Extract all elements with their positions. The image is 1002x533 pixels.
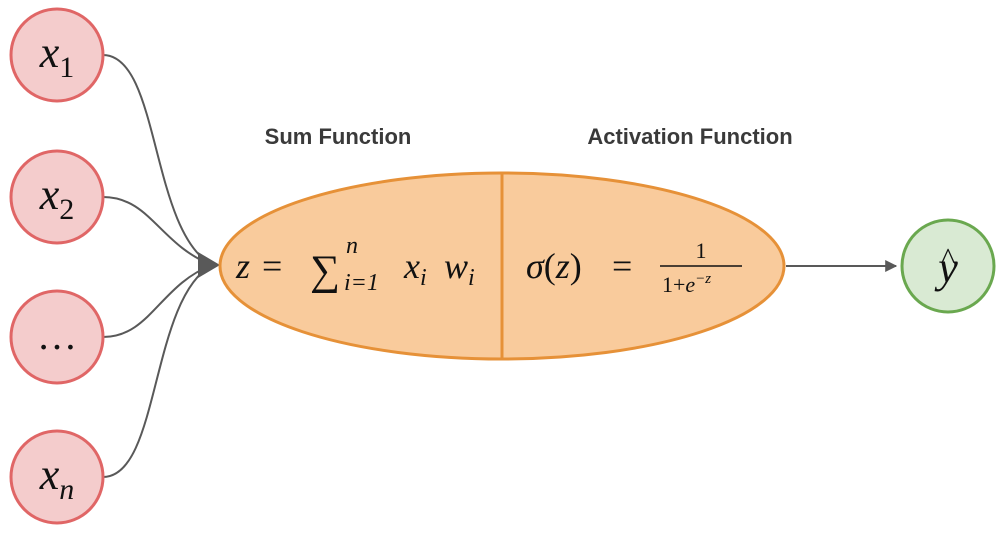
input-subscript: n xyxy=(59,473,74,506)
sum-term-w: wi xyxy=(444,246,475,291)
sum-function-label: Sum Function xyxy=(265,124,412,149)
activation-formula: σ(z) = 1 1+e−z xyxy=(526,238,742,297)
sum-term-x: xi xyxy=(403,246,427,291)
input-node-xn: xn xyxy=(9,429,105,525)
sum-lower-limit: i=1 xyxy=(344,270,379,296)
edge-dots xyxy=(102,264,213,338)
sum-sigma-icon: ∑ xyxy=(310,248,340,294)
sum-equals: = xyxy=(262,246,282,286)
input-node-circle xyxy=(9,429,105,525)
input-node-label: xn xyxy=(39,450,75,506)
input-symbol: x xyxy=(39,170,60,219)
input-node-ellipsis: … xyxy=(9,289,105,385)
input-node-circle xyxy=(9,7,105,103)
sum-lhs: z xyxy=(235,246,250,286)
input-symbol: x xyxy=(39,450,60,499)
input-node-label: x1 xyxy=(39,28,75,84)
output-symbol: y xyxy=(934,243,958,292)
input-node-circle xyxy=(9,289,105,385)
output-node: ^ y xyxy=(900,218,996,314)
input-symbol: x xyxy=(39,28,60,77)
output-node-circle xyxy=(900,218,996,314)
sum-formula: z = ∑ n i=1 xi wi xyxy=(235,233,475,296)
activation-lhs: σ(z) xyxy=(526,246,582,286)
input-subscript: 2 xyxy=(59,193,74,226)
input-node-x1: x1 xyxy=(9,7,105,103)
input-node-label: x2 xyxy=(39,170,75,226)
fraction-numerator: 1 xyxy=(696,238,707,263)
edge-xn xyxy=(102,264,213,478)
activation-equals: = xyxy=(612,246,632,286)
input-edges xyxy=(102,54,213,478)
input-subscript: 1 xyxy=(59,51,74,84)
input-arrowhead xyxy=(198,252,220,278)
input-node-x2: x2 xyxy=(9,149,105,245)
sum-upper-limit: n xyxy=(346,233,358,259)
edge-x1 xyxy=(102,54,213,266)
input-node-circle xyxy=(9,149,105,245)
fraction-denominator: 1+e−z xyxy=(662,271,711,297)
output-hat-icon: ^ xyxy=(941,242,955,275)
edge-x2 xyxy=(102,196,213,266)
neuron xyxy=(218,171,786,361)
activation-function-label: Activation Function xyxy=(587,124,792,149)
input-node-label: … xyxy=(37,313,77,358)
